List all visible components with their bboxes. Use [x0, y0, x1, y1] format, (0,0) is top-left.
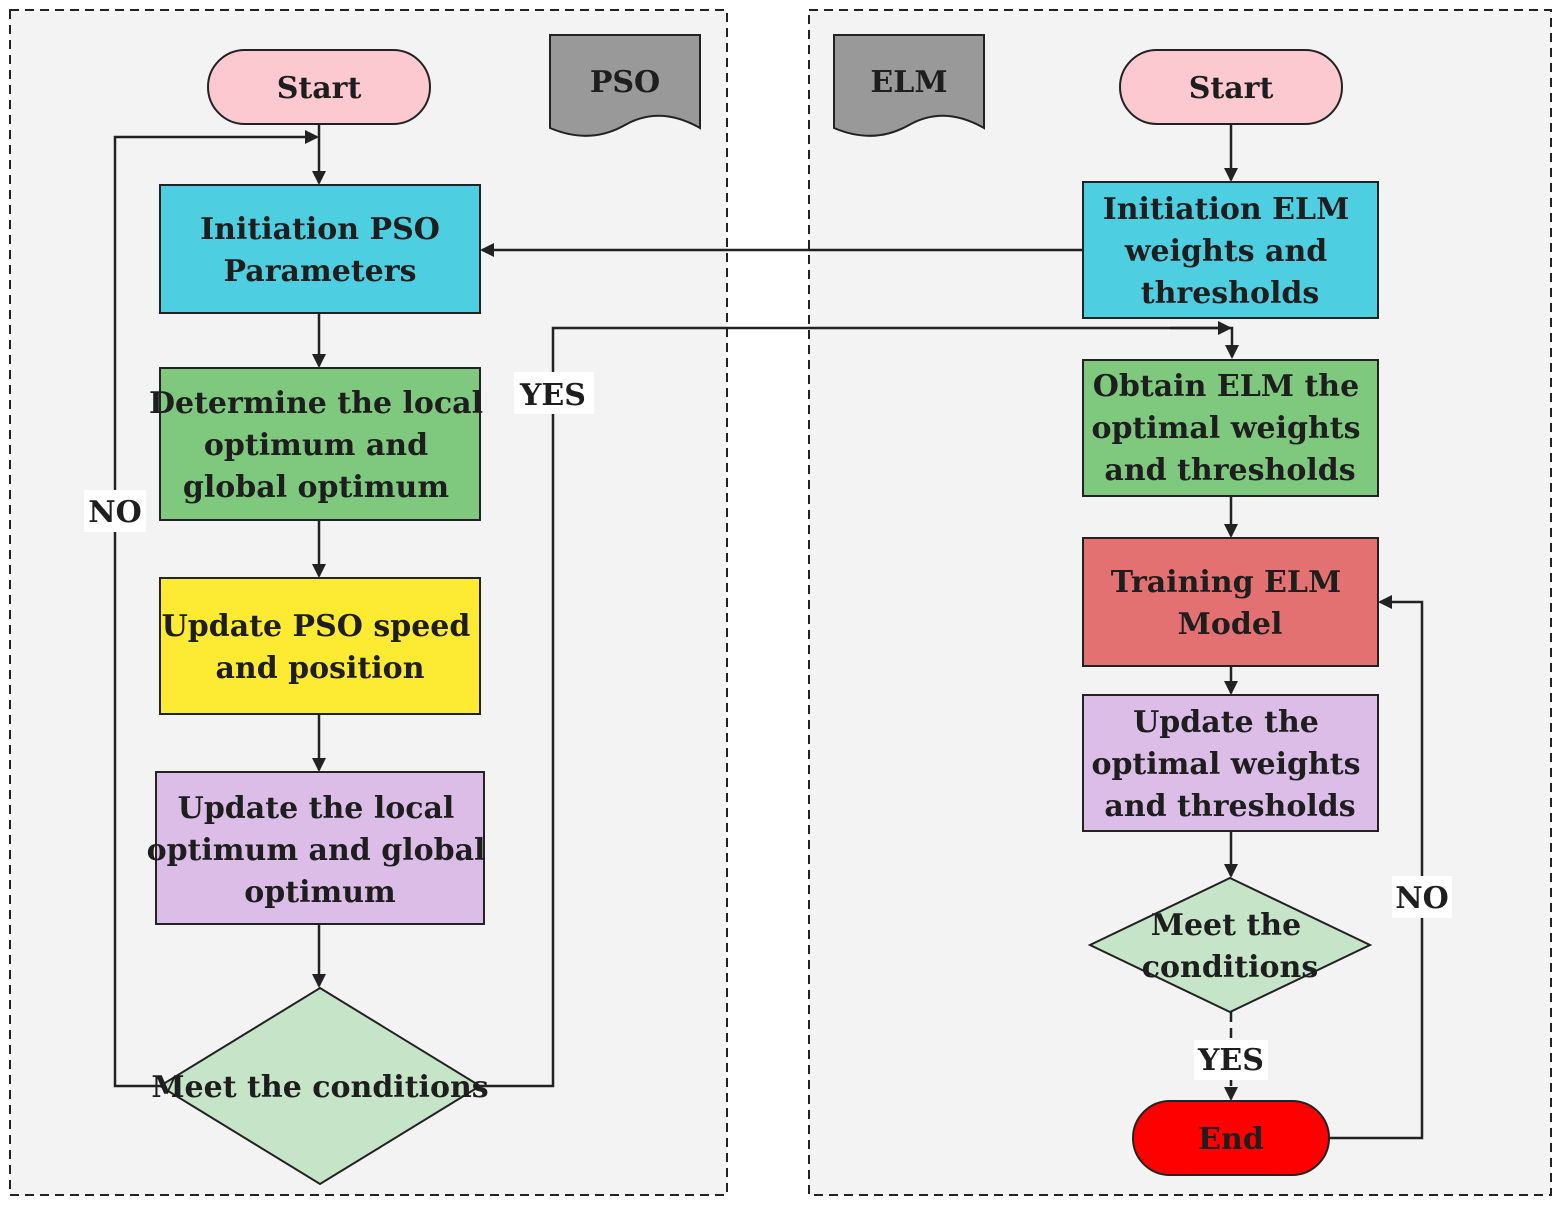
svg-text:weights and: weights and	[1124, 234, 1328, 269]
elm-start-node: Start	[1119, 49, 1343, 125]
pso-tag: PSO	[549, 34, 701, 137]
elm-yes-label: YES	[1197, 1043, 1264, 1078]
svg-text:and position: and position	[215, 651, 424, 686]
pso-determine-node: Determine the local optimum and global o…	[149, 367, 483, 521]
svg-text:Model: Model	[1178, 607, 1283, 642]
pso-update-optimum-node: Update the local optimum and global opti…	[147, 771, 486, 925]
pso-condition-node: Meet the conditions	[151, 986, 489, 1186]
svg-text:Update the: Update the	[1133, 705, 1319, 740]
svg-text:and thresholds: and thresholds	[1104, 789, 1355, 824]
svg-text:PSO: PSO	[590, 65, 660, 100]
svg-text:optimal weights: optimal weights	[1091, 411, 1360, 446]
svg-text:thresholds: thresholds	[1141, 276, 1320, 311]
elm-training-node: Training ELM Model	[1082, 537, 1379, 667]
svg-text:Parameters: Parameters	[224, 254, 417, 289]
svg-text:End: End	[1198, 1122, 1264, 1157]
svg-text:Update the local: Update the local	[178, 791, 455, 826]
pso-start-node: Start	[207, 49, 431, 125]
elm-init-node: Initiation ELM weights and thresholds	[1082, 181, 1379, 319]
pso-yes-label: YES	[519, 378, 586, 413]
svg-text:Determine the local: Determine the local	[149, 386, 483, 421]
svg-text:optimum and global: optimum and global	[147, 833, 486, 868]
svg-text:ELM: ELM	[870, 65, 947, 100]
elm-end-node: End	[1132, 1100, 1330, 1176]
pso-no-label: NO	[88, 495, 142, 530]
svg-text:Initiation PSO: Initiation PSO	[200, 212, 440, 247]
edge-pso-no-loop	[113, 130, 319, 1088]
pso-update-speed-node: Update PSO speed and position	[159, 577, 481, 715]
elm-obtain-node: Obtain ELM the optimal weights and thres…	[1082, 359, 1379, 497]
edge-pso-yes	[480, 326, 1239, 1088]
svg-text:Training ELM: Training ELM	[1111, 565, 1341, 600]
edge-elm-no-loop	[1329, 595, 1424, 1140]
svg-text:Update PSO speed: Update PSO speed	[162, 609, 471, 644]
svg-text:and thresholds: and thresholds	[1104, 453, 1355, 488]
svg-text:conditions: conditions	[1142, 950, 1318, 985]
svg-text:Start: Start	[1189, 71, 1274, 106]
pso-init-node: Initiation PSO Parameters	[159, 184, 481, 314]
svg-text:Start: Start	[277, 71, 362, 106]
svg-text:optimum and: optimum and	[204, 428, 428, 463]
svg-text:Meet the: Meet the	[1151, 908, 1301, 943]
elm-no-label: NO	[1395, 881, 1449, 916]
svg-text:global optimum: global optimum	[183, 470, 449, 505]
svg-text:optimal weights: optimal weights	[1091, 747, 1360, 782]
elm-update-node: Update the optimal weights and threshold…	[1082, 694, 1379, 832]
svg-text:Meet the conditions: Meet the conditions	[151, 1070, 488, 1105]
svg-text:Obtain ELM the: Obtain ELM the	[1093, 369, 1359, 404]
elm-tag: ELM	[833, 34, 985, 137]
svg-text:optimum: optimum	[244, 875, 396, 910]
svg-text:Initiation ELM: Initiation ELM	[1103, 192, 1350, 227]
